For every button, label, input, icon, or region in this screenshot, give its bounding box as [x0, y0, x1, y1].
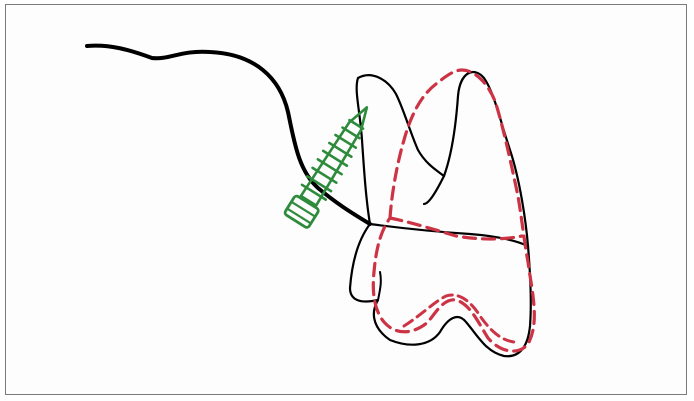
tooth-notch	[378, 272, 381, 300]
bone-contour-line	[87, 46, 370, 224]
screw-head	[284, 195, 319, 228]
tooth-dashed-outline	[373, 70, 534, 351]
